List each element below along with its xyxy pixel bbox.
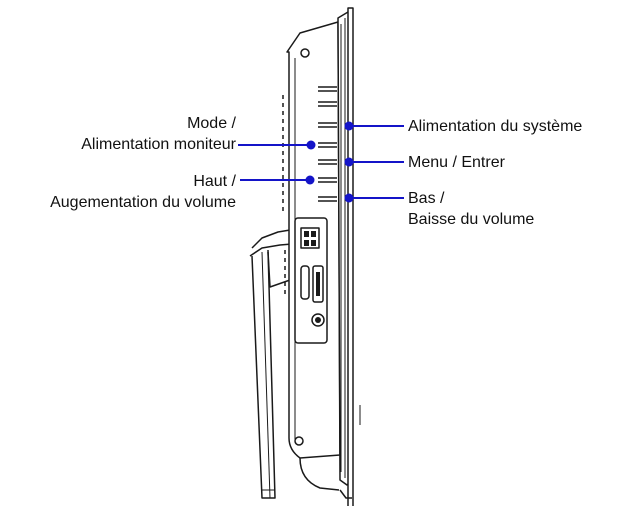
callouts [238,121,404,203]
usb-ports [300,227,320,249]
button-down [318,196,337,202]
callout-power [344,121,404,131]
button-menu [318,159,337,165]
label-haut-line1: Haut / [193,173,236,190]
vent-strip [282,95,286,294]
screw-hole-top [300,48,310,58]
io-port-panel [294,217,328,344]
button-up [318,177,337,183]
stand-leg [249,229,293,499]
label-system-power: Alimentation du système [408,118,583,135]
button-mode [318,142,337,148]
label-menu: Menu / Entrer [408,154,505,171]
callout-bas [344,193,404,203]
card-slot [300,265,310,300]
screw-hole-bottom [294,436,304,446]
label-mode-line1: Mode / [187,115,236,132]
stand-base [299,457,352,499]
front-bezel [337,7,361,506]
button-system-power [318,122,337,128]
label-haut-line2: Augementation du volume [50,194,236,211]
side-buttons [318,86,337,202]
callout-mode [238,140,316,150]
label-bas-line1: Bas / [408,190,445,207]
label-mode-line2: Alimentation moniteur [81,136,236,153]
label-bas-line2: Baisse du volume [408,211,535,228]
callout-menu [344,157,404,167]
callout-haut [240,175,315,185]
